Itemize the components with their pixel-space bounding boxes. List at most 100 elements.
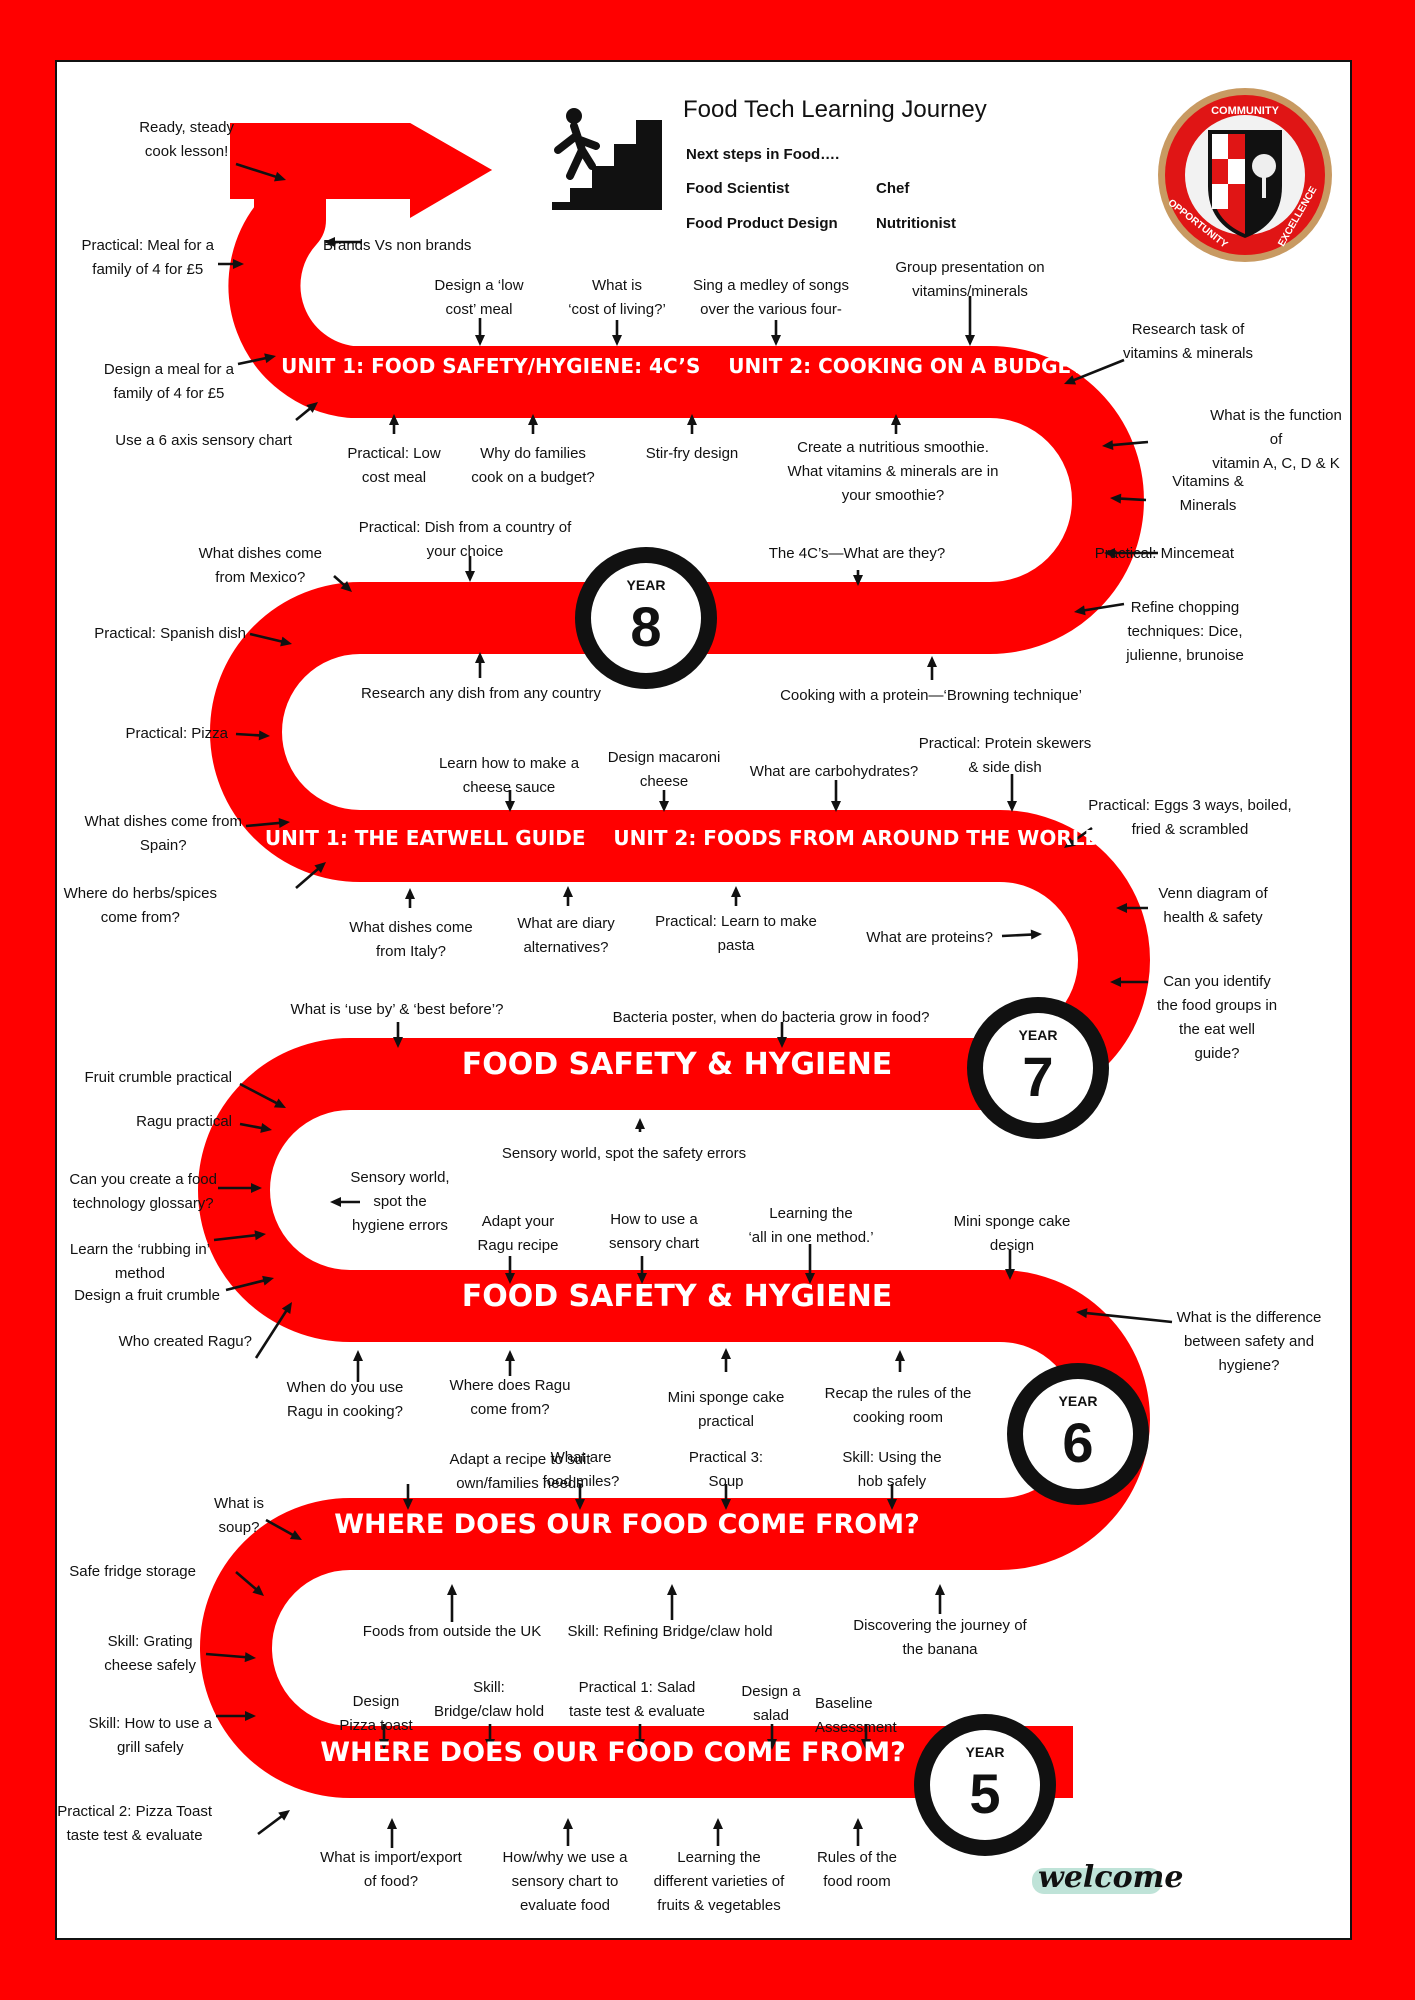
journey-label-13: Stir-fry design bbox=[645, 445, 739, 462]
journey-label-7: What is ‘cost of living?’ bbox=[568, 277, 666, 318]
journey-label-31: Practical: Eggs 3 ways, boiled, fried & … bbox=[1088, 797, 1292, 838]
label-arrowhead-20 bbox=[340, 580, 352, 592]
label-arrowhead-56 bbox=[721, 1348, 731, 1359]
label-arrow-4 bbox=[237, 356, 269, 366]
label-arrow-42 bbox=[239, 1122, 265, 1130]
journey-label-53: Who created Ragu? bbox=[118, 1333, 252, 1350]
career-food-product-design: Food Product Design bbox=[686, 215, 838, 232]
journey-label-33: What dishes come from Italy? bbox=[349, 919, 473, 960]
label-arrowhead-26 bbox=[505, 801, 515, 812]
journey-label-65: Skill: Refining Bridge/claw hold bbox=[567, 1623, 773, 1640]
label-arrowhead-43 bbox=[635, 1118, 645, 1129]
year-badge-number: 8 bbox=[630, 595, 662, 658]
journey-label-52: What is the difference between safety an… bbox=[1176, 1309, 1322, 1374]
unit-banner-6: WHERE DOES OUR FOOD COME FROM? bbox=[320, 1737, 906, 1769]
journey-label-30: What dishes come from Spain? bbox=[84, 813, 242, 854]
label-arrowhead-31 bbox=[1064, 837, 1076, 848]
label-arrowhead-71 bbox=[767, 1739, 777, 1750]
unit-banner-2: UNIT 1: THE EATWELL GUIDE UNIT 2: FOODS … bbox=[264, 825, 1102, 850]
label-arrowhead-9 bbox=[965, 335, 975, 346]
journey-label-47: Adapt your Ragu recipe bbox=[477, 1213, 559, 1254]
journey-label-71: Design a salad bbox=[741, 1683, 801, 1724]
label-arrowhead-8 bbox=[771, 335, 781, 346]
label-arrowhead-6 bbox=[475, 335, 485, 346]
journey-label-39: What is ‘use by’ & ‘best before’? bbox=[290, 1001, 504, 1018]
label-arrowhead-25 bbox=[258, 730, 270, 741]
label-arrowhead-11 bbox=[389, 414, 399, 425]
journey-label-26: Learn how to make a cheese sauce bbox=[438, 755, 580, 796]
unit-banner-1: UNIT 1: FOOD SAFETY/HYGIENE: 4C’S UNIT 2… bbox=[281, 353, 1085, 378]
label-arrow-46 bbox=[213, 1233, 259, 1242]
label-arrow-15 bbox=[1109, 440, 1149, 447]
journey-label-78: Rules of the food room bbox=[816, 1849, 898, 1890]
year-badge-label: YEAR bbox=[965, 1744, 1005, 1760]
label-arrowhead-52 bbox=[1076, 1308, 1088, 1319]
label-arrowhead-34 bbox=[563, 886, 573, 897]
label-arrowhead-65 bbox=[667, 1584, 677, 1595]
unit-banner-5: WHERE DOES OUR FOOD COME FROM? bbox=[334, 1509, 920, 1541]
journey-label-23: Research any dish from any country bbox=[360, 685, 602, 702]
label-arrowhead-30 bbox=[278, 818, 290, 828]
label-arrowhead-59 bbox=[575, 1499, 585, 1510]
journey-label-64: Foods from outside the UK bbox=[362, 1623, 542, 1640]
label-arrowhead-13 bbox=[687, 414, 697, 425]
label-arrowhead-23 bbox=[475, 652, 485, 663]
journey-label-54: When do you use Ragu in cooking? bbox=[286, 1379, 404, 1420]
journey-label-63: Safe fridge storage bbox=[69, 1563, 196, 1580]
label-arrow-30 bbox=[245, 821, 283, 828]
label-arrowhead-57 bbox=[895, 1350, 905, 1361]
label-arrowhead-58 bbox=[403, 1499, 413, 1510]
label-arrowhead-4 bbox=[264, 353, 276, 364]
label-arrowhead-69 bbox=[485, 1739, 495, 1750]
label-arrowhead-73 bbox=[245, 1711, 256, 1721]
journey-label-41: Fruit crumble practical bbox=[84, 1069, 232, 1086]
label-arrow-1 bbox=[235, 162, 279, 179]
journey-label-56: Mini sponge cake practical bbox=[667, 1389, 785, 1430]
label-arrowhead-21 bbox=[280, 636, 292, 647]
label-arrow-25 bbox=[235, 732, 263, 737]
journey-label-46: Learn the ‘rubbing in’ method bbox=[69, 1241, 210, 1282]
label-arrowhead-68 bbox=[379, 1739, 389, 1750]
journey-label-68: Design Pizza toast bbox=[339, 1693, 413, 1734]
label-arrow-22 bbox=[1081, 602, 1125, 613]
label-arrowhead-28 bbox=[831, 801, 841, 812]
journey-label-34: What are diary alternatives? bbox=[517, 915, 615, 956]
journey-label-18: Practical: Dish from a country of your c… bbox=[358, 519, 572, 560]
label-arrowhead-15 bbox=[1102, 440, 1114, 451]
year-badge-label: YEAR bbox=[1058, 1393, 1098, 1409]
label-arrowhead-39 bbox=[393, 1037, 403, 1048]
label-arrowhead-17 bbox=[1104, 548, 1115, 558]
journey-label-28: What are carbohydrates? bbox=[749, 763, 919, 780]
label-arrowhead-33 bbox=[405, 888, 415, 899]
journey-label-4: Design a meal for a family of 4 for £5 bbox=[103, 361, 234, 402]
unit-banner-4: FOOD SAFETY & HYGIENE bbox=[461, 1279, 893, 1315]
journey-label-58: Adapt a recipe to suit own/families need… bbox=[449, 1451, 591, 1492]
label-arrowhead-10 bbox=[1064, 375, 1077, 385]
label-arrowhead-60 bbox=[721, 1499, 731, 1510]
label-arrow-16 bbox=[1117, 497, 1147, 502]
label-arrowhead-62 bbox=[289, 1530, 302, 1540]
label-arrowhead-29 bbox=[1007, 801, 1017, 812]
journey-label-55: Where does Ragu come from? bbox=[449, 1377, 571, 1418]
label-arrow-31 bbox=[1069, 826, 1093, 845]
journey-label-75: What is import/export of food? bbox=[320, 1849, 462, 1890]
journey-label-32: Where do herbs/spices come from? bbox=[63, 885, 217, 926]
journey-label-60: Practical 3: Soup bbox=[688, 1449, 764, 1490]
career-nutritionist: Nutritionist bbox=[876, 215, 956, 232]
label-arrowhead-63 bbox=[252, 1585, 264, 1596]
label-arrowhead-19 bbox=[853, 575, 863, 586]
stairs-climber-icon bbox=[552, 108, 662, 210]
label-arrowhead-14 bbox=[891, 414, 901, 425]
journey-label-14: Create a nutritious smoothie. What vitam… bbox=[787, 439, 999, 504]
journey-label-44: Can you create a food technology glossar… bbox=[69, 1171, 217, 1212]
unit-banner-3: FOOD SAFETY & HYGIENE bbox=[461, 1047, 893, 1083]
label-arrow-10 bbox=[1070, 358, 1125, 383]
journey-label-20: What dishes come from Mexico? bbox=[198, 545, 322, 586]
label-arrowhead-72 bbox=[861, 1739, 871, 1750]
label-arrowhead-54 bbox=[353, 1350, 363, 1361]
journey-label-25: Practical: Pizza bbox=[125, 725, 228, 742]
label-arrowhead-32 bbox=[314, 862, 326, 873]
label-arrowhead-46 bbox=[254, 1230, 266, 1241]
